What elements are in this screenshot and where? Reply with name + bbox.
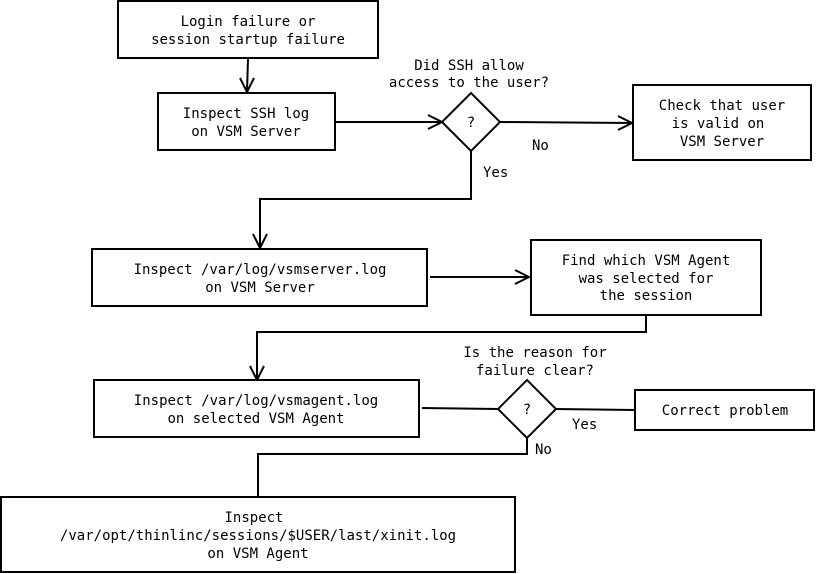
node-inspect-vsmagent-log-line-2: on selected VSM Agent bbox=[167, 411, 344, 427]
node-login-failure: Login failure or session startup failure bbox=[117, 0, 379, 59]
node-find-vsm-agent: Find which VSM Agent was selected for th… bbox=[530, 239, 762, 316]
node-correct-problem-line-1: Correct problem bbox=[662, 403, 788, 419]
reason-no-label: No bbox=[535, 442, 552, 458]
node-inspect-xinit-log-line-2: /var/opt/thinlinc/sessions/$USER/last/xi… bbox=[60, 528, 456, 544]
ssh-yes-label: Yes bbox=[483, 165, 508, 181]
node-check-user-valid-line-2: is valid on bbox=[672, 116, 765, 132]
node-ssh-decision: ? bbox=[440, 91, 502, 153]
node-inspect-ssh-log-line-2: on VSM Server bbox=[191, 124, 301, 140]
edge-reason-yes bbox=[555, 408, 636, 411]
node-find-vsm-agent-line-3: the session bbox=[600, 288, 693, 304]
labels: Did SSH allow access to the user? No Yes… bbox=[389, 58, 607, 458]
reason-yes-label: Yes bbox=[572, 417, 597, 433]
reason-question-line-1: Is the reason for bbox=[463, 345, 606, 361]
node-inspect-ssh-log-line-1: Inspect SSH log bbox=[183, 106, 309, 122]
node-reason-decision-symbol: ? bbox=[523, 402, 531, 418]
ssh-question-line-1: Did SSH allow bbox=[414, 58, 524, 74]
edge-ssh-yes bbox=[259, 150, 472, 248]
node-correct-problem: Correct problem bbox=[634, 389, 815, 431]
node-login-failure-line-2: session startup failure bbox=[151, 32, 345, 48]
ssh-no-label: No bbox=[532, 138, 549, 154]
edge-find-agent-to-vsmagent-log bbox=[256, 313, 647, 380]
reason-question-line-2: failure clear? bbox=[476, 363, 594, 379]
node-ssh-decision-symbol: ? bbox=[467, 115, 475, 131]
connectors bbox=[239, 58, 647, 499]
edge-vsmagent-to-decision bbox=[421, 407, 499, 410]
node-inspect-vsmserver-log: Inspect /var/log/vsmserver.log on VSM Se… bbox=[91, 248, 428, 307]
node-inspect-vsmserver-log-line-1: Inspect /var/log/vsmserver.log bbox=[134, 262, 387, 278]
node-check-user-valid: Check that user is valid on VSM Server bbox=[632, 84, 812, 161]
node-inspect-xinit-log: Inspect /var/opt/thinlinc/sessions/$USER… bbox=[0, 496, 516, 573]
node-inspect-xinit-log-line-3: on VSM Agent bbox=[207, 546, 308, 562]
edge-login-to-ssh-log bbox=[246, 58, 249, 93]
edge-ssh-no bbox=[499, 121, 633, 124]
node-inspect-vsmagent-log-line-1: Inspect /var/log/vsmagent.log bbox=[134, 393, 378, 409]
node-inspect-vsmagent-log: Inspect /var/log/vsmagent.log on selecte… bbox=[93, 379, 420, 438]
arrowhead-find-agent bbox=[514, 269, 532, 285]
node-find-vsm-agent-line-2: was selected for bbox=[579, 271, 714, 287]
node-inspect-xinit-log-line-1: Inspect bbox=[224, 510, 283, 526]
edge-reason-no bbox=[257, 437, 528, 499]
node-reason-decision: ? bbox=[496, 378, 558, 440]
node-inspect-vsmserver-log-line-2: on VSM Server bbox=[205, 280, 315, 296]
node-check-user-valid-line-1: Check that user bbox=[659, 98, 785, 114]
node-find-vsm-agent-line-1: Find which VSM Agent bbox=[562, 253, 731, 269]
node-check-user-valid-line-3: VSM Server bbox=[680, 134, 764, 150]
node-login-failure-line-1: Login failure or bbox=[181, 14, 316, 30]
node-inspect-ssh-log: Inspect SSH log on VSM Server bbox=[157, 92, 336, 151]
ssh-question-line-2: access to the user? bbox=[389, 75, 549, 91]
